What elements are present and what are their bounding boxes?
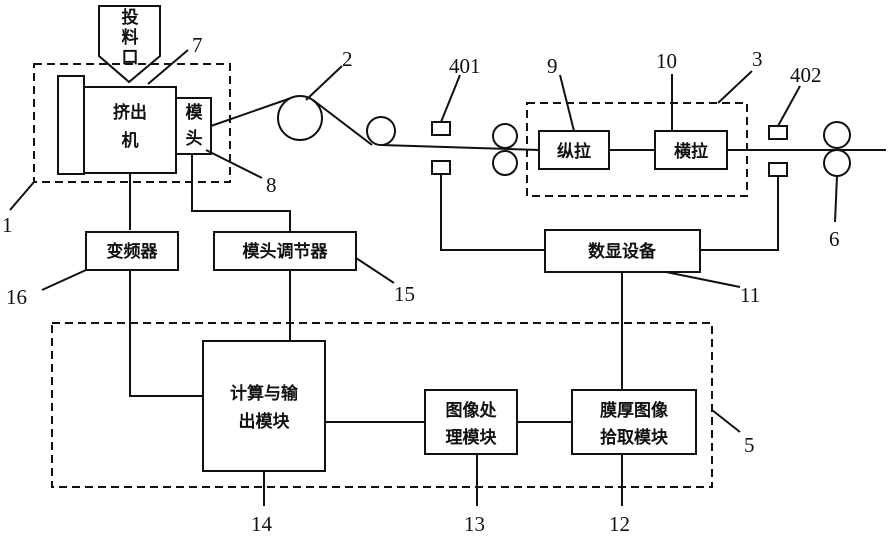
die-head-label-1: 模 [186,102,204,123]
label-15: 15 [394,282,415,306]
label-3: 3 [752,47,763,71]
wire-converter-calc [130,270,203,396]
label-11: 11 [740,283,760,307]
leader-401 [441,75,460,122]
pinch-roller-2-bottom [824,150,850,176]
label-9: 9 [547,54,558,78]
die-head-label-2: 头 [186,129,203,149]
label-12: 12 [609,512,630,536]
calc-output-module-box [203,341,325,471]
film-line-main-1 [381,145,539,150]
label-1: 1 [2,213,13,237]
pinch-roller-2-top [824,122,850,148]
feed-port-label-1: 投 [122,7,139,28]
transverse-stretch-label: 横拉 [674,141,708,162]
leader-6 [835,176,837,222]
sensor-401-top [432,122,450,135]
extruder-label-2: 机 [122,130,139,151]
die-regulator-label: 模头调节器 [243,241,329,262]
frequency-converter-label: 变频器 [107,241,159,262]
digital-display-label: 数显设备 [588,241,657,262]
label-6: 6 [829,227,840,251]
leader-16 [42,270,86,290]
label-13: 13 [464,512,485,536]
label-8: 8 [266,173,277,197]
longitudinal-stretch-label: 纵拉 [557,141,591,162]
leader-15 [356,258,394,283]
guide-roll [367,117,395,145]
leader-402 [778,86,800,126]
wire-sensor401-display [441,174,545,250]
extruder-label-1: 挤出 [113,102,147,123]
label-5: 5 [744,433,755,457]
motor-block [58,76,84,174]
image-processing-module-label-2: 理模块 [446,427,498,448]
sensor-402-top [769,126,787,139]
label-14: 14 [251,512,273,536]
leader-5 [712,410,740,432]
wire-sensor402-display [700,176,778,250]
feed-port-label-2: 料 [122,27,139,48]
label-10: 10 [656,49,677,73]
label-16: 16 [6,285,27,309]
film-thickness-capture-module-label-1: 膜厚图像 [600,400,669,421]
calc-output-module-label-1: 计算与输 [230,383,299,404]
pinch-roller-1-top [493,124,517,148]
extruder-box [84,87,176,173]
leader-2 [306,66,342,100]
leader-11 [666,272,740,287]
leader-1 [10,182,34,210]
leader-8 [206,150,262,178]
calc-output-module-label-2: 出模块 [239,411,291,432]
label-402: 402 [790,63,822,87]
label-401: 401 [449,54,481,78]
image-processing-module-label-1: 图像处 [446,400,498,421]
film-thickness-capture-module-label-2: 拾取模块 [600,427,669,448]
pinch-roller-1-bottom [493,151,517,175]
label-7: 7 [192,33,203,57]
sensor-402-bottom [769,163,787,176]
sensor-401-bottom [432,161,450,174]
label-2: 2 [342,47,353,71]
leader-3 [718,71,752,103]
